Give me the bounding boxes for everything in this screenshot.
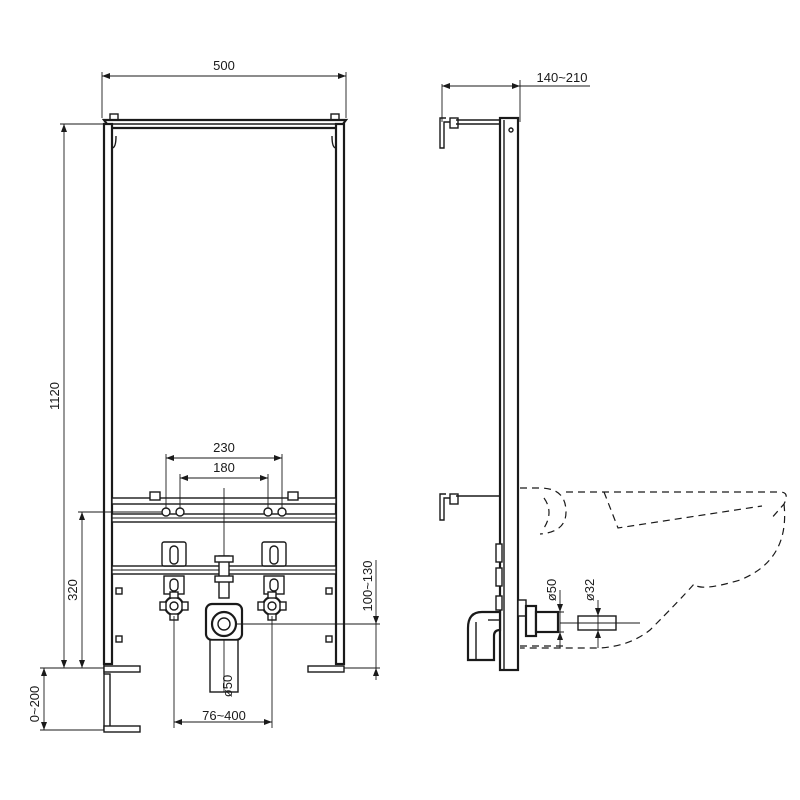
drain-lateral-label: 76~400 [202, 708, 246, 723]
drain-offset-label: 100~130 [360, 561, 375, 612]
dim-230: 230 [165, 440, 283, 508]
dim-180: 180 [179, 460, 269, 508]
drain-assembly [204, 555, 244, 693]
height-label: 1120 [47, 382, 62, 410]
side-pipe-small-label: ø32 [582, 579, 597, 601]
dim-100-130: 100~130 [236, 560, 380, 680]
foot-adjust-label: 0~200 [27, 686, 42, 723]
depth-label: 140~210 [537, 70, 588, 85]
valves [159, 591, 287, 621]
side-pipe-large-label: ø50 [544, 579, 559, 601]
inner-spacing-label: 180 [213, 460, 235, 475]
pipe-height-label: 320 [65, 579, 80, 601]
pipe-diameter-dims: ø50 ø32 [536, 579, 601, 648]
dim-320: 320 [65, 511, 162, 668]
front-view: 500 [27, 58, 380, 733]
side-view: 140~210 [439, 70, 787, 672]
dim-1120: 1120 [47, 123, 104, 669]
dim-140-210: 140~210 [441, 70, 590, 122]
dim-0-200: 0~200 [27, 667, 104, 731]
side-post [498, 116, 520, 672]
width-label: 500 [213, 58, 235, 73]
mid-wall-bracket [439, 493, 500, 521]
feet [103, 663, 345, 733]
drain-diameter-label: ø50 [220, 675, 235, 697]
width-dimension: 500 [101, 58, 347, 118]
dim-76-400: 76~400 [173, 616, 273, 728]
small-pipe [560, 615, 640, 631]
drain-elbow [466, 610, 502, 662]
outer-spacing-label: 230 [213, 440, 235, 455]
bidet-outline [520, 487, 787, 649]
top-wall-bracket [439, 117, 500, 149]
